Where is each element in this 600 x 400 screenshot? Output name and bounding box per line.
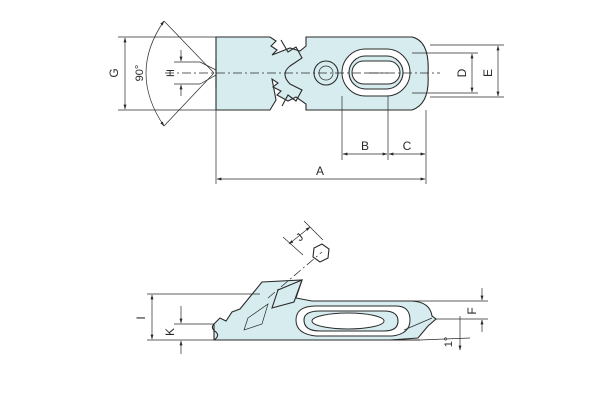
side-flank	[403, 317, 433, 331]
side-centerline	[267, 251, 323, 299]
dim-k-label: K	[163, 328, 177, 336]
angle-90-label: 90°	[134, 65, 146, 82]
tip-block-inner	[243, 303, 269, 331]
slot-through	[351, 60, 401, 85]
dim-d-label: D	[455, 68, 469, 77]
dim-i-label: I	[134, 316, 148, 319]
angle-90-arc	[145, 20, 165, 127]
dim-j-ext-a	[282, 236, 304, 256]
side-slot-inner	[311, 312, 385, 330]
dim-g-label: G	[107, 68, 121, 77]
tip-block	[271, 279, 303, 309]
side-break	[211, 323, 219, 341]
angle-90-leg-top	[163, 20, 215, 74]
side-view: J I K F 1°	[134, 220, 488, 354]
dim-c-label: C	[403, 139, 412, 153]
top-view: G 90° H D E B C A	[107, 20, 504, 184]
dim-e-label: E	[481, 69, 495, 77]
dim-j-label: J	[294, 231, 306, 244]
dim-j-ext-b	[303, 220, 324, 241]
angle-90-leg-bottom	[163, 72, 215, 127]
angle-1-label: 1°	[443, 337, 455, 348]
dim-b-label: B	[361, 139, 369, 153]
dim-f-label: F	[465, 307, 479, 314]
dim-j-line	[288, 226, 311, 245]
jaw-notch	[280, 39, 303, 107]
dim-a-label: A	[316, 164, 324, 178]
dim-h-label: H	[165, 69, 177, 77]
angle-1-leg	[419, 337, 471, 341]
j-hex	[312, 243, 330, 263]
